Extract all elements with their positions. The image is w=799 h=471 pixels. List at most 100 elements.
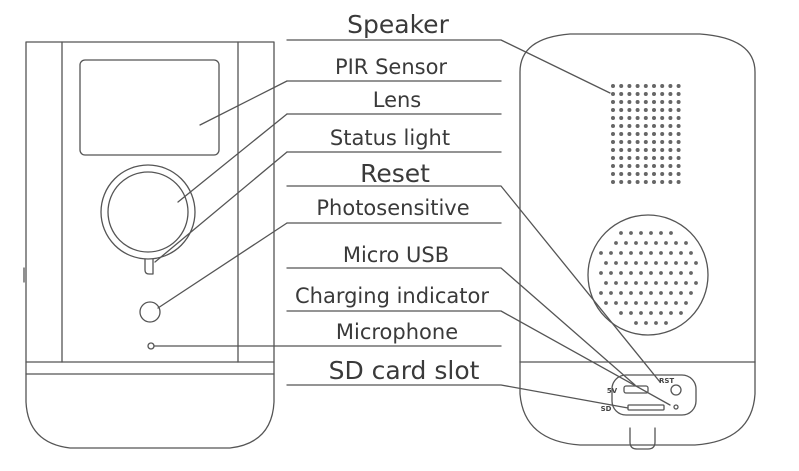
speaker-hole — [668, 140, 673, 144]
speaker-hole — [652, 164, 656, 168]
lens-glass — [107, 171, 189, 253]
reset-button — [670, 384, 682, 396]
mic-grille-hole — [669, 231, 673, 235]
speaker-hole — [635, 180, 640, 184]
speaker-hole — [668, 164, 673, 168]
speaker-hole — [676, 172, 681, 176]
mic-grille-hole — [674, 301, 678, 305]
speaker-hole — [652, 116, 656, 120]
mic-grille-hole — [674, 241, 678, 245]
label-photosensitive: Photosensitive — [316, 196, 470, 220]
mic-grille-hole — [619, 311, 623, 315]
speaker-hole — [652, 148, 656, 152]
mic-grille-hole — [664, 301, 668, 305]
microphone-hole — [147, 342, 155, 350]
speaker-hole — [619, 124, 624, 128]
mic-grille-hole — [639, 291, 643, 295]
mic-grille-hole — [634, 301, 638, 305]
mic-grille-hole — [689, 271, 693, 275]
mic-grille-hole — [669, 291, 673, 295]
mic-grille-hole — [654, 301, 658, 305]
speaker-hole — [619, 108, 624, 112]
speaker-hole — [627, 92, 632, 96]
speaker-hole — [660, 84, 665, 88]
speaker-hole — [643, 180, 648, 184]
speaker-hole — [611, 148, 615, 152]
mic-grille-hole — [684, 261, 688, 265]
speaker-hole — [660, 156, 665, 160]
mic-grille-hole — [609, 251, 613, 255]
speaker-hole — [652, 156, 656, 160]
speaker-hole — [643, 116, 648, 120]
mic-grille-hole — [689, 251, 693, 255]
mic-grille-hole — [624, 301, 628, 305]
speaker-hole — [627, 84, 632, 88]
speaker-hole — [660, 124, 665, 128]
speaker-hole — [660, 148, 665, 152]
label-status-light: Status light — [329, 126, 451, 150]
speaker-hole — [619, 156, 624, 160]
mic-grille-hole — [614, 261, 618, 265]
mic-grille-hole — [679, 311, 683, 315]
speaker-hole — [643, 156, 648, 160]
speaker-hole — [611, 164, 615, 168]
speaker-hole — [619, 148, 624, 152]
speaker-hole — [627, 148, 632, 152]
speaker-hole — [652, 180, 656, 184]
leader-pir — [199, 80, 288, 126]
speaker-hole — [627, 156, 632, 160]
speaker-hole — [643, 92, 648, 96]
label-reset: Reset — [360, 159, 430, 188]
speaker-hole — [643, 132, 648, 136]
speaker-hole — [668, 84, 673, 88]
microphone-grille — [587, 214, 709, 336]
speaker-grille — [611, 84, 681, 184]
leader-status — [154, 151, 288, 263]
mic-grille-hole — [644, 281, 648, 285]
leader-lens — [177, 113, 288, 203]
mic-grille-hole — [624, 281, 628, 285]
back-camera-body — [519, 33, 756, 450]
speaker-hole — [676, 132, 681, 136]
front-camera-body — [23, 41, 275, 449]
mic-grille-hole — [664, 241, 668, 245]
sd-mark: SD — [601, 405, 612, 413]
speaker-hole — [660, 116, 665, 120]
mic-grille-hole — [599, 251, 603, 255]
speaker-hole — [668, 132, 673, 136]
mic-grille-hole — [664, 281, 668, 285]
mic-grille-hole — [619, 271, 623, 275]
speaker-hole — [619, 116, 624, 120]
mic-grille-hole — [634, 241, 638, 245]
mic-grille-hole — [629, 231, 633, 235]
speaker-hole — [627, 100, 632, 104]
mic-grille-hole — [614, 301, 618, 305]
speaker-hole — [611, 108, 615, 112]
mic-grille-hole — [689, 291, 693, 295]
mic-grille-hole — [659, 251, 663, 255]
speaker-hole — [611, 132, 615, 136]
mic-grille-hole — [629, 251, 633, 255]
mic-grille-hole — [679, 271, 683, 275]
label-sd-card-slot: SD card slot — [328, 356, 480, 385]
speaker-hole — [619, 180, 624, 184]
speaker-hole — [652, 84, 656, 88]
mic-grille-hole — [694, 281, 698, 285]
speaker-hole — [635, 172, 640, 176]
label-charging-indicator: Charging indicator — [294, 284, 490, 308]
speaker-hole — [668, 172, 673, 176]
speaker-hole — [611, 92, 615, 96]
port-panel — [611, 374, 697, 416]
mic-grille-hole — [659, 231, 663, 235]
mic-grille-hole — [664, 261, 668, 265]
mic-grille-hole — [629, 311, 633, 315]
speaker-hole — [619, 164, 624, 168]
speaker-hole — [611, 116, 615, 120]
mic-grille-hole — [609, 271, 613, 275]
mic-grille-hole — [639, 251, 643, 255]
speaker-hole — [643, 84, 648, 88]
speaker-hole — [619, 100, 624, 104]
speaker-hole — [643, 140, 648, 144]
speaker-hole — [635, 108, 640, 112]
speaker-hole — [668, 116, 673, 120]
